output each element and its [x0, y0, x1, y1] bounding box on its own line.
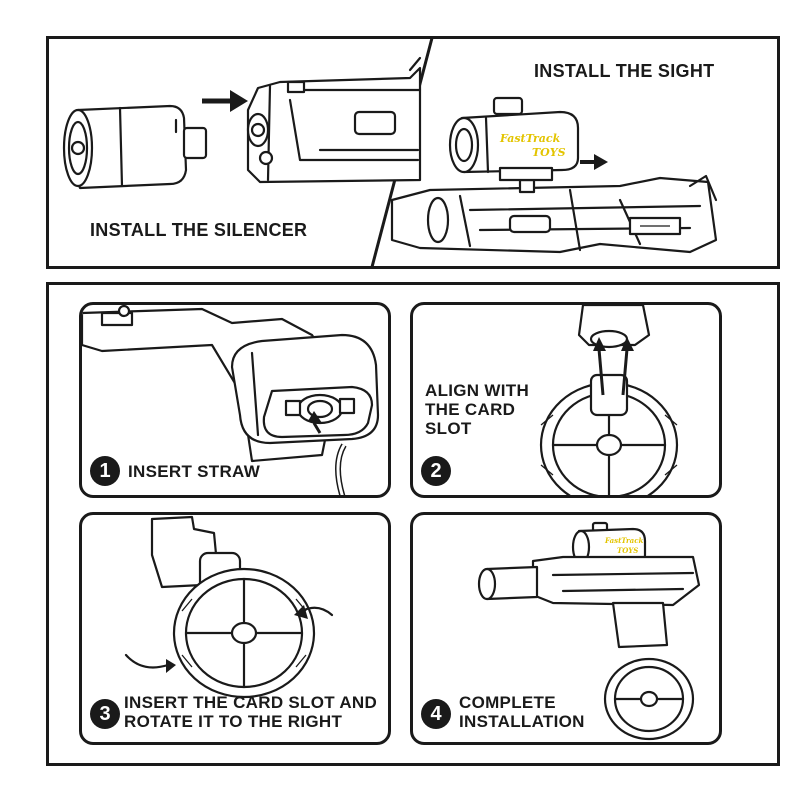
- install-sight-label: INSTALL THE SIGHT: [534, 61, 715, 81]
- step-2-label-line3: SLOT: [425, 419, 472, 438]
- step-4-label-line2: INSTALLATION: [459, 712, 585, 731]
- step-3-label-line1: INSERT THE CARD SLOT AND: [124, 693, 378, 712]
- step-4-illustration: FastTrack TOYS: [477, 521, 701, 741]
- step-4-panel: FastTrack TOYS 4 COMPLETE INSTALLATION: [410, 512, 722, 745]
- step-4-logo-line2: TOYS: [617, 546, 638, 555]
- step-1-panel: 1 INSERT STRAW: [79, 302, 391, 498]
- step-2-label-line2: THE CARD: [425, 400, 516, 419]
- step-2-number-badge: 2: [421, 456, 451, 486]
- step-3-label-line2: ROTATE IT TO THE RIGHT: [124, 712, 343, 731]
- step-3-panel: 3 INSERT THE CARD SLOT AND ROTATE IT TO …: [79, 512, 391, 745]
- step-3-number-badge: 3: [90, 699, 120, 729]
- step-2-label-line1: ALIGN WITH: [425, 381, 530, 400]
- step-4-label-line1: COMPLETE: [459, 693, 556, 712]
- step-1-label: INSERT STRAW: [128, 462, 261, 481]
- step-2-illustration: [539, 305, 679, 495]
- step-2-panel: ALIGN WITH THE CARD SLOT 2: [410, 302, 722, 498]
- install-silencer-label: INSTALL THE SILENCER: [90, 220, 308, 240]
- step-3-illustration: [124, 515, 334, 699]
- step-1-number-badge: 1: [90, 456, 120, 486]
- step-4-number-badge: 4: [421, 699, 451, 729]
- sight-logo-line2: TOYS: [532, 146, 566, 159]
- sight-logo-line1: FastTrack: [499, 132, 561, 145]
- step-1-illustration: [82, 305, 380, 495]
- step-4-logo-line1: FastTrack: [604, 536, 643, 545]
